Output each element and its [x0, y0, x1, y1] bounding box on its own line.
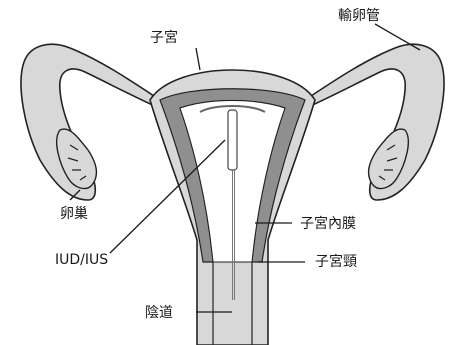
label-iud: IUD/IUS	[55, 252, 108, 268]
leader-fallopian-tube	[375, 24, 420, 50]
label-fallopian-tube: 輸卵管	[338, 8, 380, 24]
label-endometrium: 子宮內膜	[300, 216, 356, 232]
label-cervix: 子宮頸	[315, 254, 357, 270]
label-vagina: 陰道	[145, 305, 173, 321]
leader-uterus	[196, 48, 200, 70]
label-ovary: 卵巢	[60, 206, 88, 222]
label-uterus: 子宮	[150, 30, 178, 46]
